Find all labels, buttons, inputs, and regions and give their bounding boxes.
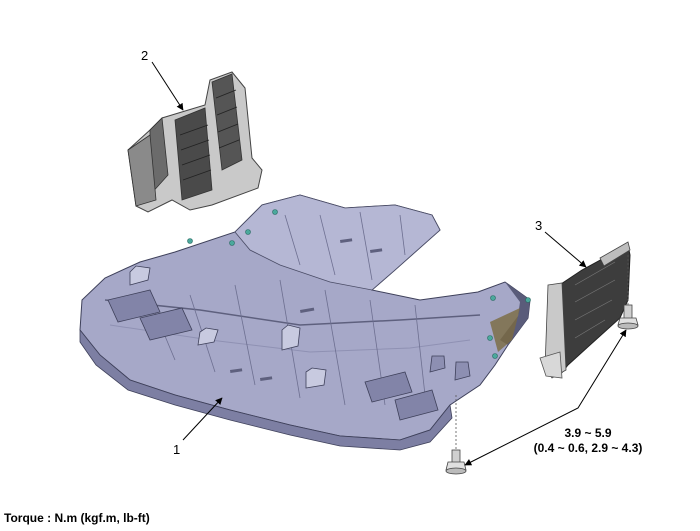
bolt-rear xyxy=(617,304,639,330)
leader-part3 xyxy=(544,231,587,268)
callout-1: 1 xyxy=(173,442,180,457)
front-side-cover xyxy=(127,71,263,213)
leader-part1 xyxy=(182,397,223,441)
torque-value-alt: (0.4 ~ 0.6, 2.9 ~ 4.3) xyxy=(534,441,643,455)
engine-under-cover xyxy=(79,194,531,451)
callout-2: 2 xyxy=(141,48,148,63)
torque-leader xyxy=(464,329,627,466)
torque-value-nm: 3.9 ~ 5.9 xyxy=(564,426,611,440)
leader-part2 xyxy=(151,61,184,111)
bolt-front xyxy=(445,449,467,475)
side-under-cover xyxy=(539,241,631,379)
torque-units-note: Torque : N.m (kgf.m, lb-ft) xyxy=(4,511,150,525)
alignment-lines xyxy=(455,255,629,450)
leader-lines xyxy=(151,61,627,466)
callout-3: 3 xyxy=(535,218,542,233)
